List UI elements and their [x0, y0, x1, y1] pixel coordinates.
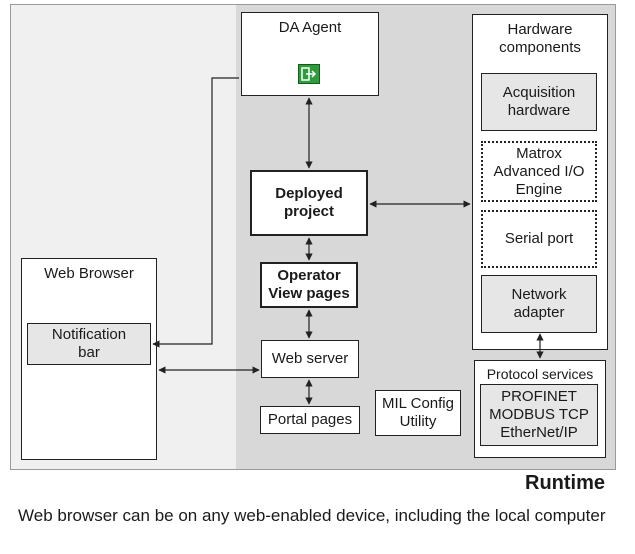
da-agent-icon [298, 64, 320, 84]
serial-port-label: Serial port [504, 230, 574, 247]
portal-pages-box: Portal pages [260, 406, 360, 434]
acquisition-hardware-box: Acquisition hardware [481, 73, 597, 131]
diagram-caption: Web browser can be on any web-enabled de… [18, 506, 606, 525]
arrow-agent-notification [152, 77, 239, 348]
mil-config-label: MIL Config Utility [382, 395, 454, 430]
network-adapter-label: Network adapter [511, 286, 567, 321]
da-agent-label: DA Agent [278, 19, 342, 36]
notification-bar-label: Notification bar [51, 326, 127, 361]
portal-pages-label: Portal pages [267, 411, 353, 428]
hardware-components-title: Hardware components [499, 21, 581, 56]
matrox-io-engine-label: Matrox Advanced I/O Engine [493, 144, 585, 198]
serial-port-box: Serial port [481, 210, 597, 268]
notification-bar-box: Notification bar [27, 323, 151, 365]
protocol-list-box: PROFINET MODBUS TCP EtherNet/IP [480, 384, 598, 446]
protocol-services-title: Protocol services [486, 366, 594, 382]
protocol-modbus-tcp: MODBUS TCP [489, 406, 589, 423]
operator-view-label: Operator View pages [268, 267, 350, 302]
runtime-label: Runtime [525, 472, 605, 494]
deployed-project-label: Deployed project [275, 185, 343, 220]
mil-config-box: MIL Config Utility [375, 390, 461, 436]
network-adapter-box: Network adapter [481, 275, 597, 333]
deployed-project-box: Deployed project [250, 170, 368, 236]
protocol-profinet: PROFINET [501, 388, 577, 405]
protocol-ethernet-ip: EtherNet/IP [500, 424, 578, 441]
web-server-box: Web server [261, 340, 359, 378]
acquisition-hardware-label: Acquisition hardware [502, 84, 576, 119]
matrox-io-engine-box: Matrox Advanced I/O Engine [481, 141, 597, 202]
web-server-label: Web server [271, 350, 349, 367]
operator-view-box: Operator View pages [260, 262, 358, 308]
web-browser-title: Web Browser [44, 265, 134, 282]
